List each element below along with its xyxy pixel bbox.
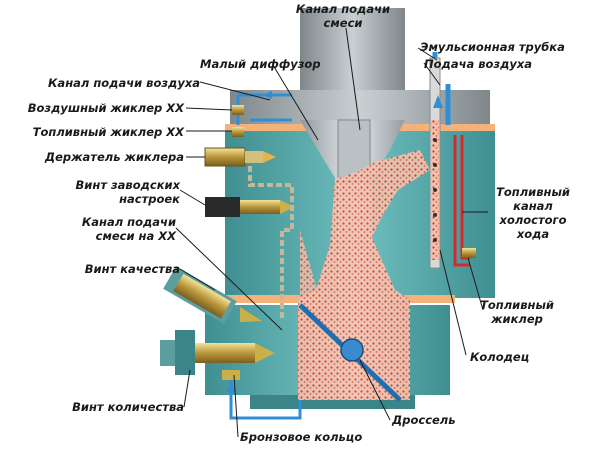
bronze-ring bbox=[222, 370, 240, 380]
label-idle-fuel-jet: Топливный жиклер ХХ bbox=[32, 125, 184, 139]
left-air-arrow-icon bbox=[262, 91, 272, 99]
label-air-supply: Подача воздуха bbox=[424, 57, 533, 71]
leader-lines bbox=[175, 27, 488, 438]
emulsion-tube bbox=[429, 57, 441, 269]
label-mixture-channel: Канал подачи смеси bbox=[295, 2, 391, 30]
jet-holder bbox=[204, 147, 276, 167]
bottom-arrow-icon bbox=[226, 382, 236, 392]
label-fuel-jet: Топливный жиклер bbox=[480, 298, 554, 326]
fuel-jet-right bbox=[462, 248, 476, 258]
label-throttle: Дроссель bbox=[392, 413, 456, 427]
factory-setting-screw bbox=[205, 197, 295, 217]
label-air-channel: Канал подачи воздуха bbox=[48, 76, 200, 90]
label-bronze-ring: Бронзовое кольцо bbox=[240, 430, 363, 444]
label-factory-screw: Винт заводских настроек bbox=[75, 178, 180, 206]
throttle-plate bbox=[298, 303, 402, 402]
quantity-screw bbox=[160, 330, 275, 375]
air-arrow-icon bbox=[433, 95, 443, 108]
label-emulsion-tube: Эмульсионная трубка bbox=[420, 40, 565, 54]
label-small-diffuser: Малый диффузор bbox=[200, 57, 321, 71]
bottom-channel bbox=[229, 380, 302, 420]
label-idle-fuel-channel: Топливный канал холостого хода bbox=[496, 185, 570, 241]
label-jet-holder: Держатель жиклера bbox=[44, 150, 184, 164]
idle-mixture-channel bbox=[248, 166, 294, 320]
label-quality-screw: Винт качества bbox=[84, 262, 180, 276]
idle-fuel-jet bbox=[232, 127, 244, 137]
air-supply-channel bbox=[432, 52, 451, 125]
label-idle-air-jet: Воздушный жиклер ХХ bbox=[27, 101, 184, 115]
label-idle-mixture-channel: Канал подачи смеси на ХХ bbox=[81, 215, 176, 243]
label-quantity-screw: Винт количества bbox=[72, 400, 184, 414]
idle-air-jet bbox=[232, 105, 244, 115]
quality-screw bbox=[163, 266, 262, 324]
label-well: Колодец bbox=[470, 350, 530, 364]
